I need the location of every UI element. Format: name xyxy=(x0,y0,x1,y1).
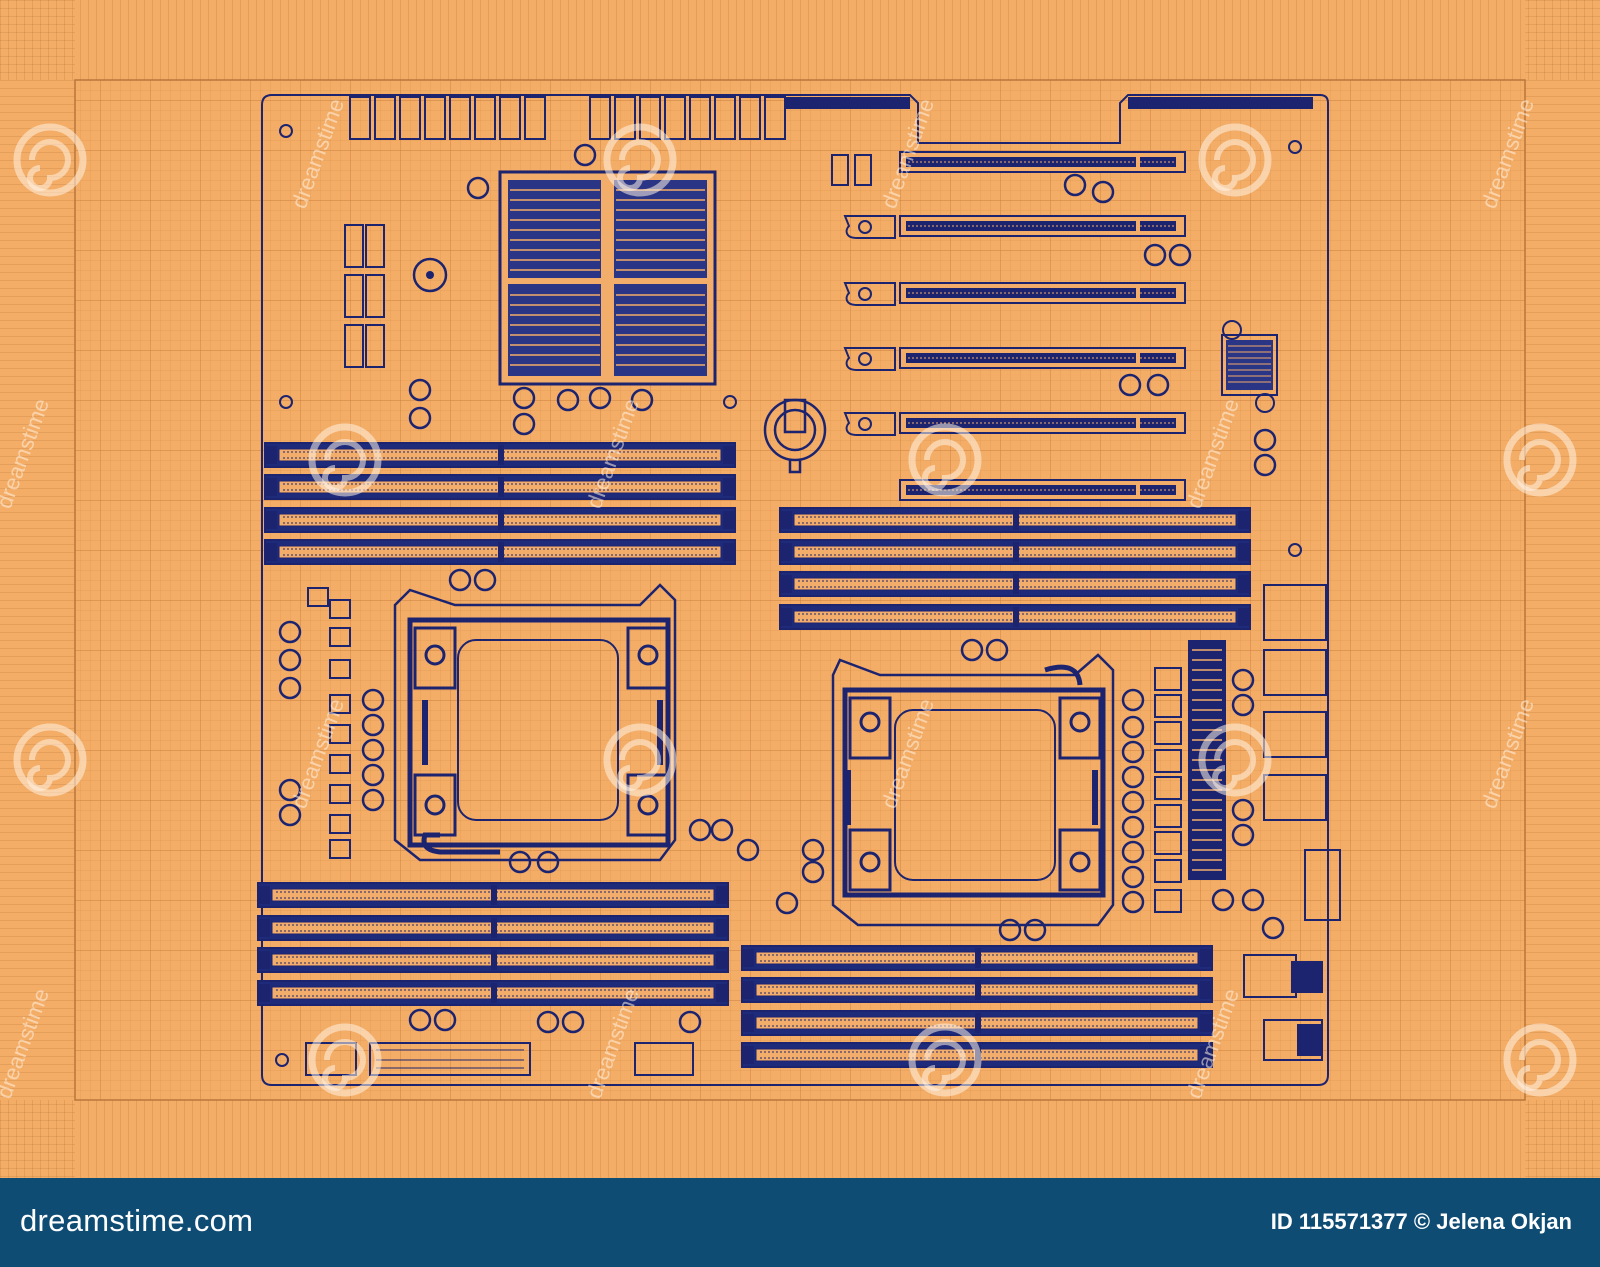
paper-ruler-right xyxy=(1525,0,1600,1178)
cpu-socket-right xyxy=(831,653,1115,927)
speaker xyxy=(412,257,448,293)
motherboard-blueprint-illustration: dreamstime dreamstime dreamstime dreamst… xyxy=(0,0,1600,1178)
paper-ruler-left xyxy=(0,0,75,1178)
lan-heatsink xyxy=(1221,320,1278,413)
top-connector xyxy=(1128,97,1313,109)
power-connectors xyxy=(305,1042,694,1076)
cmos-battery xyxy=(763,398,827,474)
mount-hole xyxy=(723,395,737,409)
io-controller xyxy=(1188,640,1226,880)
mount-hole xyxy=(279,124,293,138)
rear-io-ports xyxy=(1243,584,1341,1061)
vrm-chokes xyxy=(344,224,385,368)
sata-ports xyxy=(349,96,786,140)
mount-hole xyxy=(279,395,293,409)
paper-ruler-top xyxy=(0,0,1600,80)
mount-hole xyxy=(1288,140,1302,154)
top-connector xyxy=(785,97,910,109)
mount-hole xyxy=(275,1053,289,1067)
image-credit: ID 115571377 © Jelena Okjan xyxy=(1271,1202,1572,1242)
author-name: Jelena Okjan xyxy=(1436,1209,1572,1234)
chipset-heatsink xyxy=(498,170,717,386)
board-outline xyxy=(261,94,1329,1086)
copyright-icon: © xyxy=(1413,1209,1431,1234)
image-id: ID 115571377 xyxy=(1270,1209,1408,1234)
paper-ruler-bottom xyxy=(0,1100,1600,1178)
brand-link[interactable]: dreamstime.com xyxy=(20,1203,254,1238)
vrm-components-right xyxy=(1154,667,1182,913)
mount-hole xyxy=(1288,543,1302,557)
vrm-components-left xyxy=(307,587,351,859)
stock-footer-bar: dreamstime.com ID 115571377 © Jelena Okj… xyxy=(0,1178,1600,1267)
